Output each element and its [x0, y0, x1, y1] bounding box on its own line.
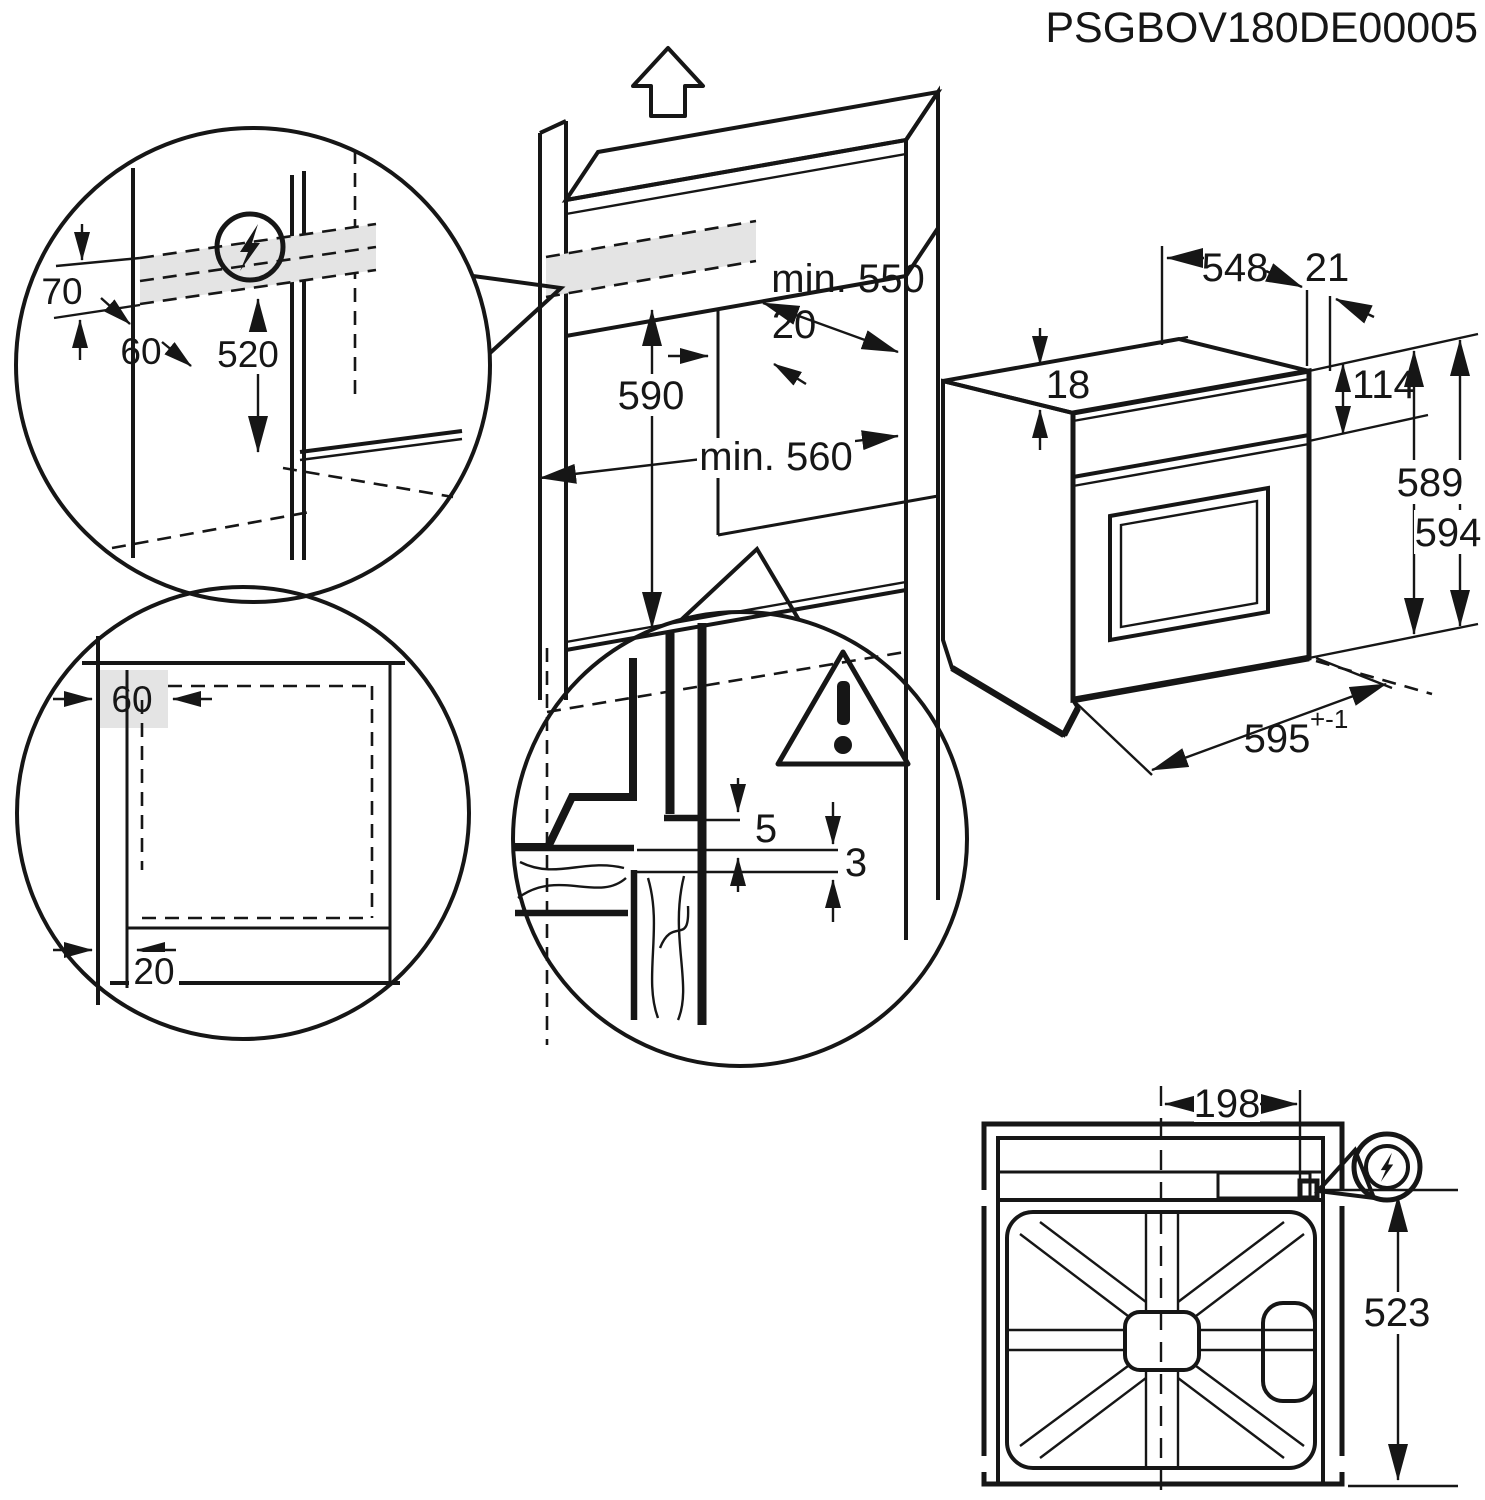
rear-terminal-cover [1261, 1301, 1317, 1403]
dim-front-gap: 20 [133, 951, 174, 992]
dim-niche-depth: min. 550 [771, 257, 924, 301]
dim-terminal-height: 523 [1364, 1291, 1431, 1335]
terminal-box [1216, 1171, 1312, 1200]
dim-gap-top: 5 [755, 807, 777, 851]
warning-icon [775, 649, 911, 767]
up-arrow-icon [631, 46, 705, 118]
detail-pointer [679, 545, 801, 622]
electrical-zone-strip [546, 221, 756, 297]
wood-grain [658, 905, 690, 949]
dim-control-panel-height: 114 [1352, 363, 1416, 407]
detail-pointer [472, 274, 566, 355]
oven-door-window [1108, 485, 1270, 643]
corner-zone-highlight [98, 670, 168, 728]
detail-circle-gap: 5 3 [511, 545, 969, 1068]
dim-gap-bottom: 3 [845, 841, 867, 885]
rear-view: 198 523 [977, 1082, 1458, 1497]
cabinet-isometric: min. 550 20 590 min. 560 [538, 46, 943, 1045]
dim-niche-width: min. 560 [699, 435, 852, 479]
dim-door-width: 595 [1244, 717, 1311, 761]
detail-circle-electrical: 70 60 520 [14, 126, 566, 604]
oven-isometric: 548 21 18 114 589 594 595 +-1 [941, 246, 1484, 776]
wood-grain [646, 877, 660, 1019]
dim-door-overhang: 21 [1305, 246, 1350, 290]
dim-body-width: 548 [1202, 246, 1269, 290]
dim-door-height: 594 [1415, 511, 1482, 555]
dim-terminal-offset: 198 [1194, 1082, 1261, 1126]
dim-zone-from-bottom: 520 [217, 334, 279, 375]
dim-corner-zone: 60 [111, 679, 152, 720]
dim-top-clearance: 18 [1046, 363, 1091, 407]
wood-grain [519, 860, 625, 871]
dim-door-width-tolerance: +-1 [1310, 704, 1348, 734]
lightning-icon [214, 211, 286, 283]
wood-grain [676, 875, 686, 1021]
dim-zone-depth: 60 [120, 331, 161, 372]
dim-niche-height: 590 [618, 374, 685, 418]
dim-body-height: 589 [1397, 461, 1464, 505]
dim-rear-gap: 20 [772, 303, 817, 347]
document-code: PSGBOV180DE00005 [1045, 4, 1478, 52]
detail-circle-corner: 60 20 [15, 585, 471, 1041]
lightning-balloon-icon [1313, 1131, 1423, 1203]
dim-zone-height: 70 [41, 271, 82, 312]
wood-grain [517, 877, 627, 899]
